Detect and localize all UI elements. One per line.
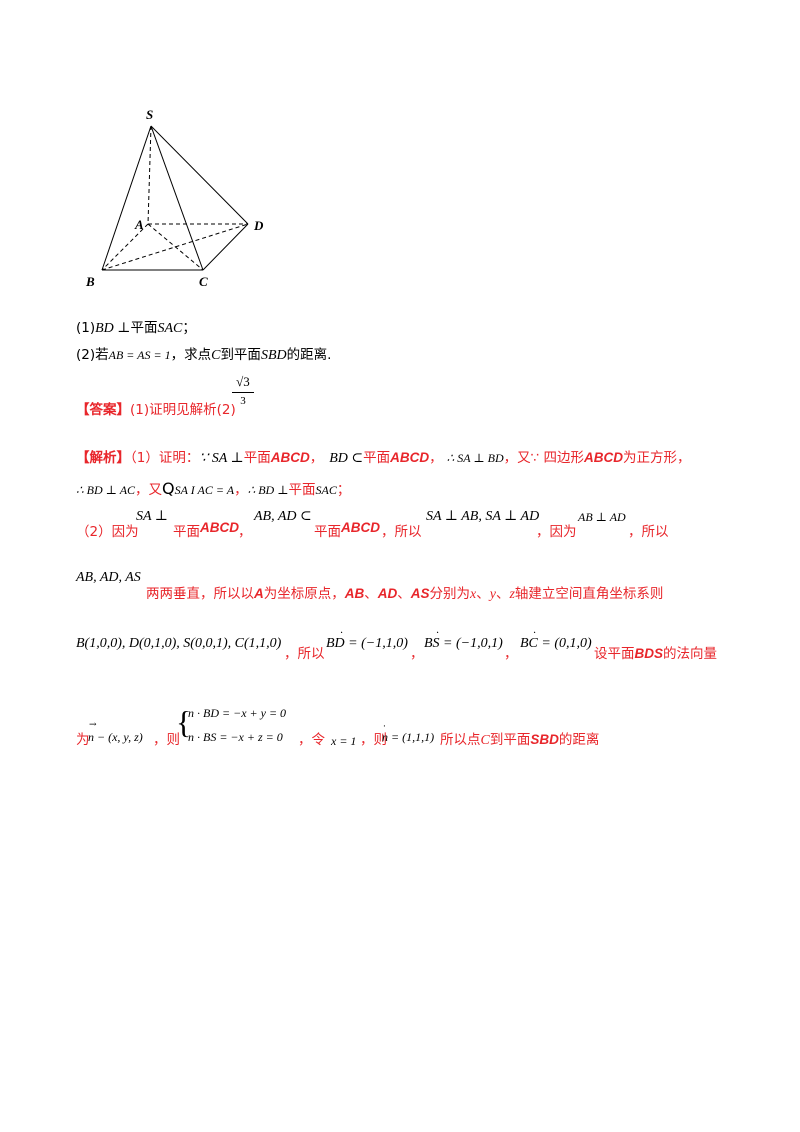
- left-brace-icon: {: [176, 704, 192, 740]
- analysis-line-6: 为 n − (x, y, z) → ，则 { n · BD = −x + y =…: [76, 704, 600, 748]
- question-1: (1)BD ⊥平面SAC；: [76, 320, 196, 336]
- vector-arrow-icon: ·: [436, 628, 440, 639]
- vertex-D: D: [253, 218, 264, 233]
- vertex-A: A: [134, 217, 144, 232]
- edge-AB: [101, 223, 149, 271]
- question-2: (2)若AB = AS = 1，求点C到平面SBD的距离.: [76, 347, 332, 363]
- vertex-S: S: [146, 107, 153, 122]
- vertex-B: B: [85, 274, 95, 289]
- edge-SB: [101, 125, 152, 271]
- vector-arrow-icon: ·: [533, 628, 537, 639]
- analysis-line-5: B(1,0,0), D(0,1,0), S(0,0,1), C(1,1,0) ，…: [76, 628, 718, 662]
- vertex-C: C: [199, 274, 208, 289]
- edge-SC: [150, 125, 204, 271]
- edge-SA: [147, 125, 152, 225]
- edge-SD: [150, 125, 249, 225]
- edge-CD: [202, 223, 249, 271]
- vector-arrow-icon: →: [89, 720, 97, 730]
- analysis-line-4: AB, AD, AS 两两垂直，所以以A为坐标原点，AB、AD、AS分别为x、y…: [76, 570, 664, 602]
- analysis-line-1: 【解析】（1）证明：∵ SA ⊥平面ABCD，BD ⊂平面ABCD，∴ SA ⊥…: [76, 450, 691, 466]
- analysis-line-2: ∴ BD ⊥ AC，又QSA I AC = A，∴ BD ⊥平面SAC；: [76, 479, 351, 498]
- analysis-line-3: （2）因为 SA ⊥ 平面 ABCD ， AB, AD ⊂ 平面 ABCD ，所…: [76, 509, 669, 540]
- pyramid-figure: S A B C D: [85, 107, 264, 289]
- answer-fraction: √3 3: [232, 374, 254, 407]
- vector-arrow-icon: ·: [383, 722, 386, 732]
- diag-BD: [101, 223, 249, 271]
- vector-arrow-icon: ·: [340, 628, 344, 639]
- answer-line: 【答案】(1)证明见解析(2): [76, 402, 236, 418]
